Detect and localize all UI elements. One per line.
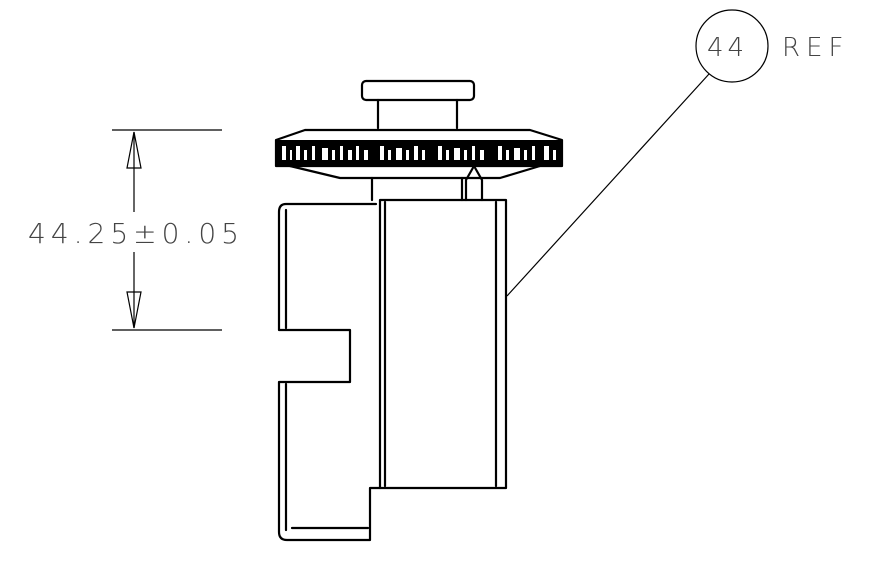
dial-disc-bottom (288, 164, 542, 180)
leader-line (506, 73, 710, 297)
balloon-callout: 44 REF (506, 9, 849, 297)
part-geometry (274, 79, 564, 542)
balloon-ref-label: REF (782, 33, 849, 63)
dimension-text: 44.25±0.05 (28, 217, 244, 250)
main-body (378, 198, 508, 490)
bracket-inner-line (284, 208, 370, 532)
knob-stem (376, 98, 459, 130)
dimension-arrow-down (126, 291, 142, 329)
dimension-arrow-up (126, 131, 142, 169)
dial-scale (276, 140, 562, 166)
balloon-number: 44 (707, 33, 748, 63)
knob-cap (360, 79, 476, 102)
height-dimension: 44.25±0.05 (28, 129, 244, 331)
dial-neck (370, 176, 464, 202)
balloon-circle (695, 9, 769, 83)
index-pointer (464, 164, 484, 202)
bracket-profile (277, 202, 382, 542)
